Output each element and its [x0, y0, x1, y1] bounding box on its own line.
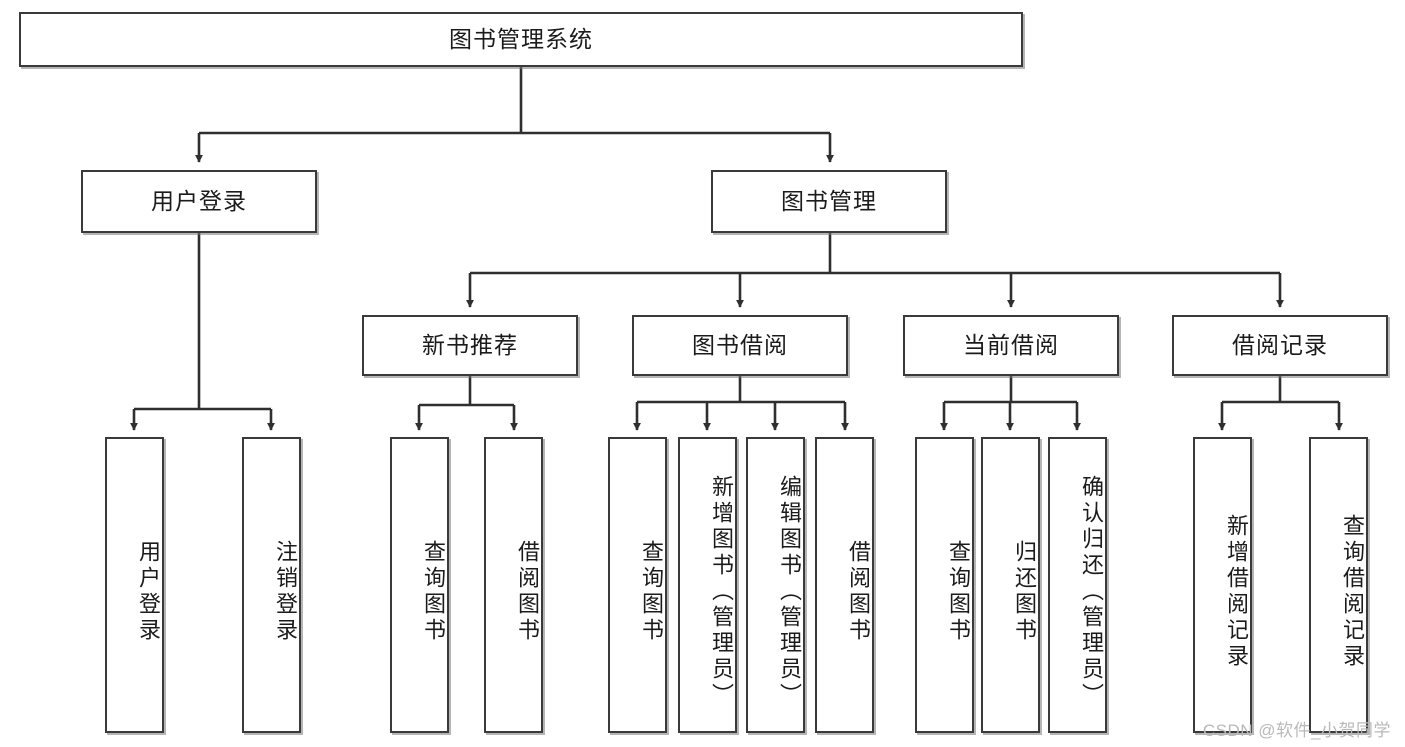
leaf-new-book-borrow[interactable]: 借阅图书 [484, 437, 543, 733]
node-label: 新增图书（管理员） [709, 475, 734, 709]
node-label: 编辑图书（管理员） [777, 475, 802, 709]
node-label: 新书推荐 [422, 331, 518, 358]
leaf-borrow-record-query[interactable]: 查询借阅记录 [1309, 437, 1368, 733]
node-label: 图书管理 [781, 187, 877, 214]
leaf-book-borrow-borrow[interactable]: 借阅图书 [815, 437, 874, 733]
node-label: 新增借阅记录 [1224, 514, 1249, 670]
node-label: 查询图书 [639, 540, 664, 644]
leaf-current-borrow-query[interactable]: 查询图书 [915, 437, 974, 733]
leaf-book-borrow-query[interactable]: 查询图书 [608, 437, 667, 733]
leaf-book-borrow-add-admin[interactable]: 新增图书（管理员） [678, 437, 737, 733]
node-label: 用户登录 [136, 540, 161, 644]
leaf-current-borrow-confirm-admin[interactable]: 确认归还（管理员） [1048, 437, 1107, 733]
node-borrow-record[interactable]: 借阅记录 [1172, 315, 1388, 376]
leaf-book-borrow-edit-admin[interactable]: 编辑图书（管理员） [746, 437, 805, 733]
leaf-user-login-logout[interactable]: 注销登录 [242, 437, 301, 733]
node-new-book-recommend[interactable]: 新书推荐 [362, 315, 578, 376]
node-user-login[interactable]: 用户登录 [81, 170, 317, 233]
leaf-borrow-record-add[interactable]: 新增借阅记录 [1193, 437, 1252, 733]
node-label: 借阅记录 [1232, 331, 1328, 358]
node-label: 查询图书 [946, 540, 971, 644]
node-label: 图书管理系统 [449, 25, 593, 52]
node-label: 当前借阅 [963, 331, 1059, 358]
node-label: 用户登录 [151, 187, 247, 214]
leaf-current-borrow-return[interactable]: 归还图书 [981, 437, 1040, 733]
watermark: CSDN @软件_小贺同学 [1202, 721, 1391, 740]
node-label: 查询图书 [421, 540, 446, 644]
node-label: 查询借阅记录 [1340, 514, 1365, 670]
node-book-borrow[interactable]: 图书借阅 [632, 315, 848, 376]
node-book-management[interactable]: 图书管理 [711, 170, 947, 233]
node-root-book-management-system[interactable]: 图书管理系统 [19, 12, 1023, 67]
node-label: 借阅图书 [846, 540, 871, 644]
node-current-borrow[interactable]: 当前借阅 [903, 315, 1119, 376]
leaf-new-book-query[interactable]: 查询图书 [390, 437, 449, 733]
node-label: 归还图书 [1012, 540, 1037, 644]
node-label: 图书借阅 [692, 331, 788, 358]
node-label: 注销登录 [273, 540, 298, 644]
node-label: 借阅图书 [515, 540, 540, 644]
leaf-user-login-login[interactable]: 用户登录 [105, 437, 164, 733]
node-label: 确认归还（管理员） [1079, 475, 1104, 709]
